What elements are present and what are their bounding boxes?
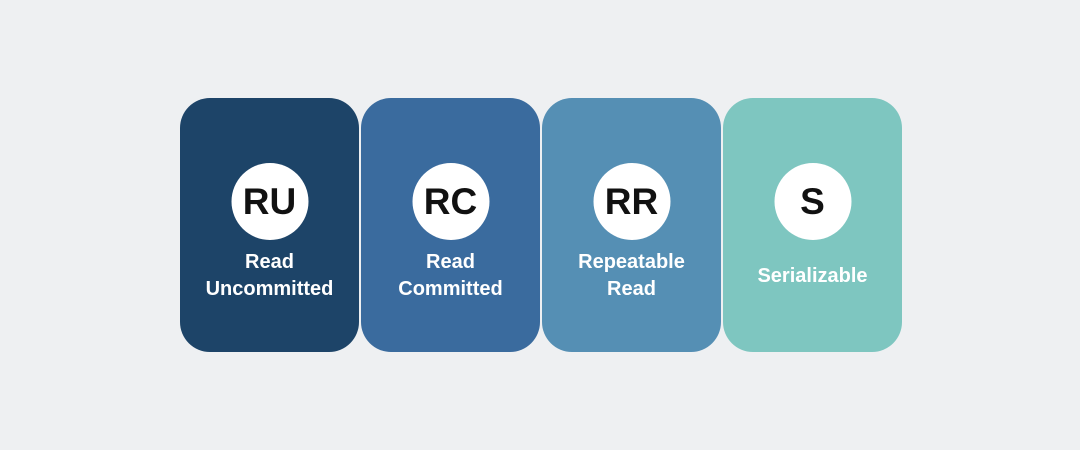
abbreviation-text: RC	[423, 181, 478, 222]
card-read-committed: RC Read Committed	[361, 98, 540, 352]
card-label: Read Uncommitted	[205, 251, 334, 300]
abbreviation-text: RR	[604, 181, 659, 222]
card-label: Repeatable Read	[578, 251, 685, 300]
abbreviation-text: RU	[242, 181, 297, 222]
card-label: Serializable	[757, 264, 868, 287]
abbreviation-badge: RR	[593, 163, 670, 240]
card-label: Read Committed	[398, 251, 503, 300]
isolation-level-cards: RU Read Uncommitted RC Read Committed RR…	[180, 98, 902, 352]
abbreviation-badge: S	[774, 163, 851, 240]
abbreviation-text: S	[800, 181, 825, 222]
abbreviation-badge: RC	[412, 163, 489, 240]
card-serializable: S Serializable	[723, 98, 902, 352]
card-read-uncommitted: RU Read Uncommitted	[180, 98, 359, 352]
card-repeatable-read: RR Repeatable Read	[542, 98, 721, 352]
abbreviation-badge: RU	[231, 163, 308, 240]
